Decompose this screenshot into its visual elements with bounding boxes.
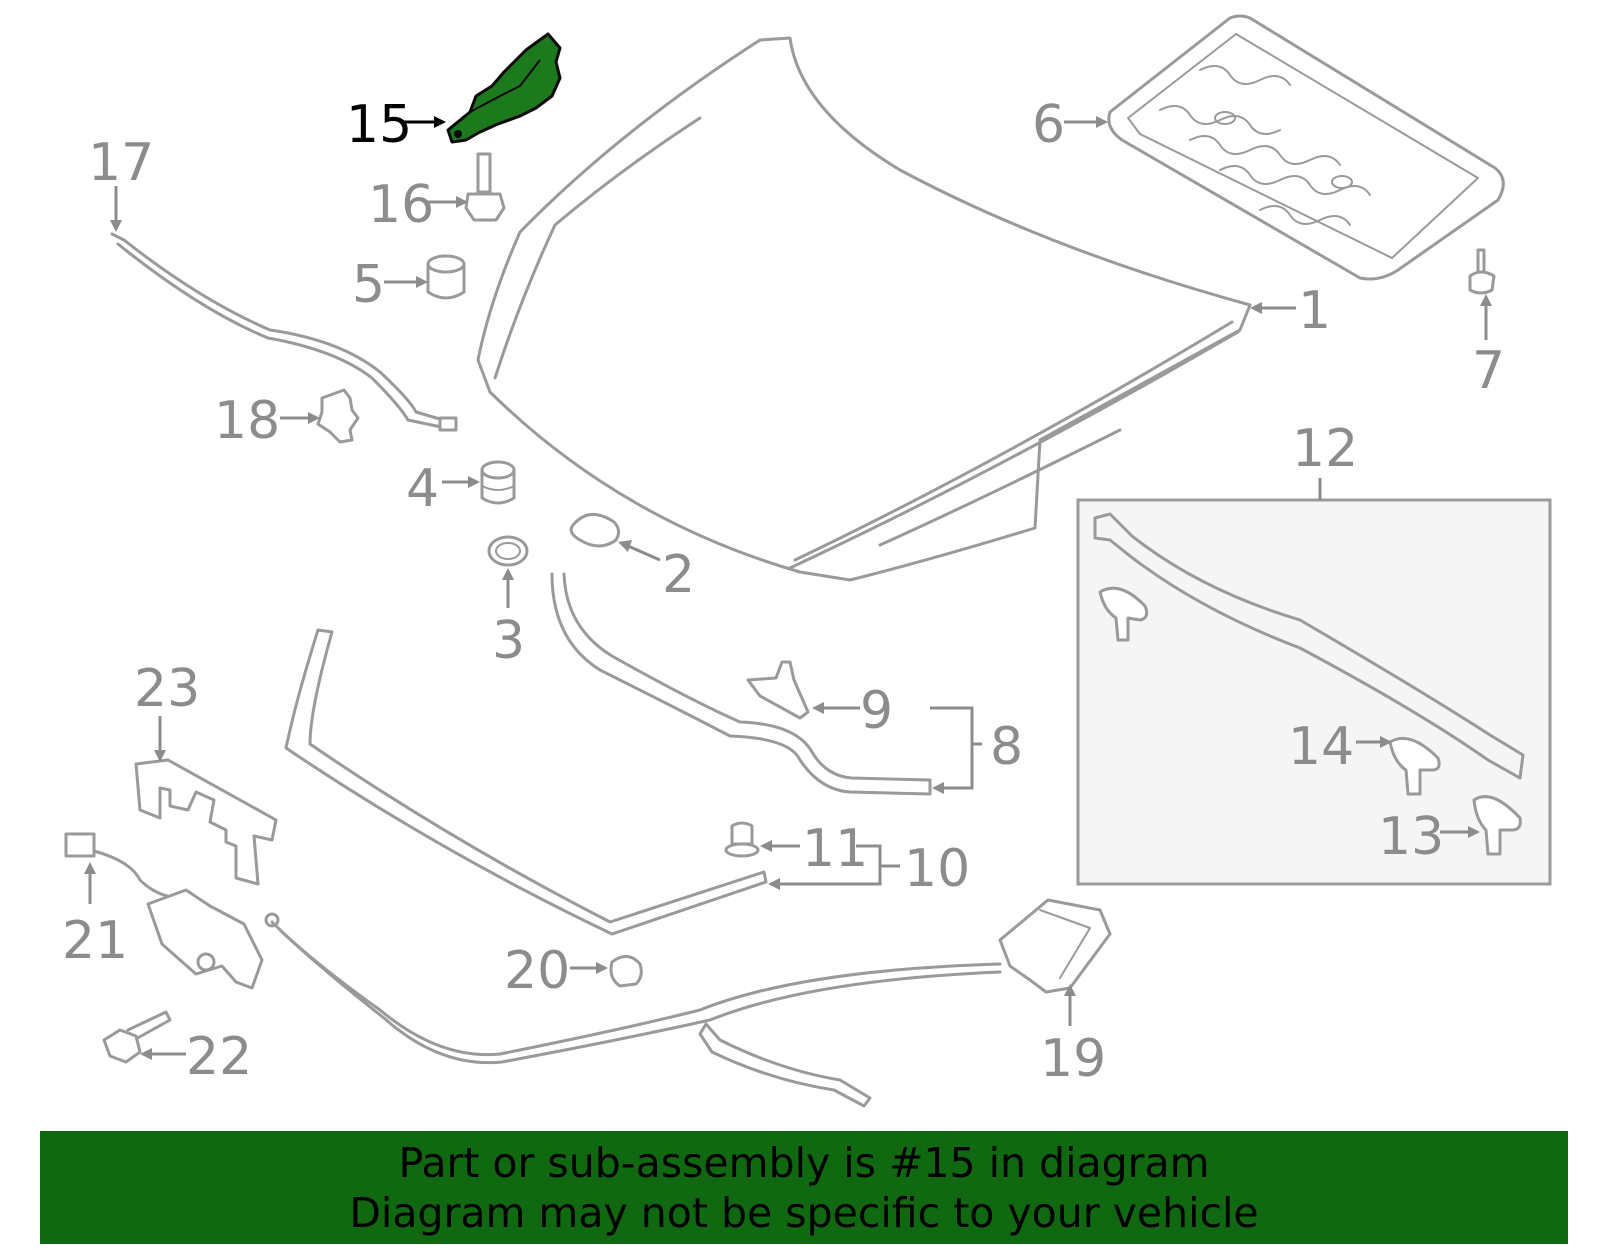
callout-3: 3 <box>492 611 525 671</box>
clip-7 <box>1468 248 1496 295</box>
callout-9: 9 <box>860 681 893 741</box>
hood-panel <box>476 36 1252 582</box>
callout-2: 2 <box>662 545 695 605</box>
release-handle-19 <box>264 898 1112 1108</box>
callout-12: 12 <box>1292 419 1358 479</box>
callout-17: 17 <box>88 133 154 193</box>
callout-23: 23 <box>134 659 200 719</box>
seal-10 <box>284 628 768 936</box>
callout-19: 19 <box>1040 1029 1106 1089</box>
plug-2 <box>569 513 621 548</box>
bolt-22 <box>102 1010 172 1064</box>
cushion-4 <box>480 460 516 505</box>
notice-banner: Part or sub-assembly is #15 in diagram D… <box>40 1131 1568 1244</box>
clip-18 <box>316 388 360 444</box>
release-cable-17 <box>110 232 458 432</box>
notice-line-2: Diagram may not be specific to your vehi… <box>349 1189 1259 1237</box>
callout-4: 4 <box>406 459 439 519</box>
callout-13: 13 <box>1378 807 1444 867</box>
callout-6: 6 <box>1032 95 1065 155</box>
seal-kit-box <box>1076 498 1552 886</box>
callout-16: 16 <box>368 175 434 235</box>
callout-22: 22 <box>186 1027 252 1087</box>
grommet-3 <box>487 535 529 567</box>
callout-5: 5 <box>352 255 385 315</box>
hood-insulator <box>1107 14 1505 281</box>
clip-20 <box>609 955 643 988</box>
callout-15: 15 <box>346 95 412 155</box>
bolt-16 <box>464 152 506 222</box>
callout-labels: 15 16 17 5 6 1 7 18 4 3 2 12 9 8 14 13 1… <box>62 95 1505 1089</box>
callout-20: 20 <box>504 941 570 1001</box>
callout-1: 1 <box>1298 281 1331 341</box>
callout-21: 21 <box>62 911 128 971</box>
notice-line-1: Part or sub-assembly is #15 in diagram <box>398 1139 1210 1187</box>
callout-14: 14 <box>1288 717 1354 777</box>
callout-11: 11 <box>802 819 868 879</box>
hood-hinge-highlighted <box>446 32 562 144</box>
clip-9 <box>746 660 810 720</box>
callout-18: 18 <box>214 391 280 451</box>
callout-10: 10 <box>904 839 970 899</box>
bumper-5 <box>426 254 466 300</box>
callout-7: 7 <box>1472 341 1505 401</box>
callout-arrows <box>84 116 1492 1060</box>
bracket-23 <box>134 758 278 886</box>
weatherstrip-8 <box>550 572 932 796</box>
callout-8: 8 <box>990 717 1023 777</box>
hood-latch-21 <box>64 832 264 990</box>
clip-11 <box>724 821 760 858</box>
